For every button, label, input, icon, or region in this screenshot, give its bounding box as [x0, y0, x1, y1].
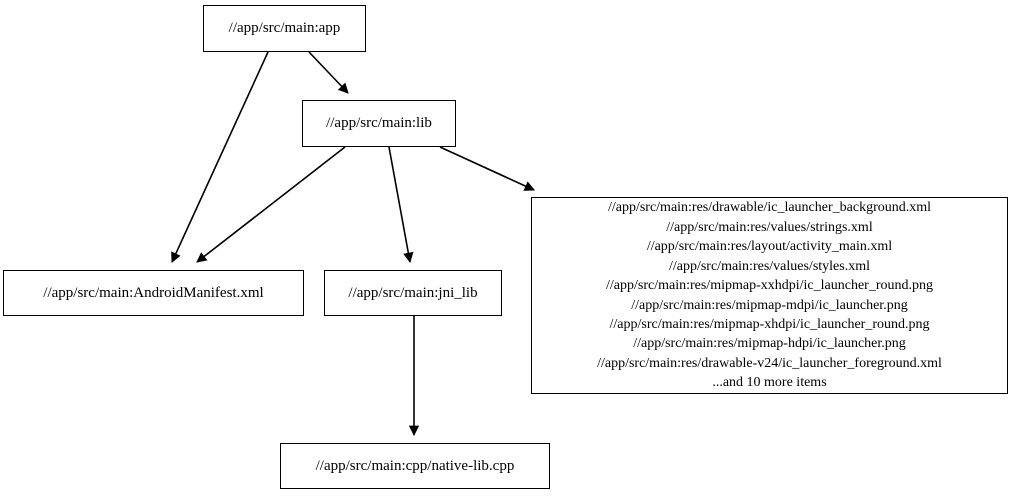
graph-node-jni-lib-label: //app/src/main:jni_lib [348, 284, 478, 301]
edge-app-to-manifest [171, 51, 269, 263]
graph-node-jni-lib[interactable]: //app/src/main:jni_lib [324, 270, 502, 316]
graph-node-res-bundle[interactable]: //app/src/main:res/drawable/ic_launcher_… [531, 197, 1008, 394]
graph-node-native-lib-cpp[interactable]: //app/src/main:cpp/native-lib.cpp [280, 443, 550, 489]
graph-node-native-lib-cpp-label: //app/src/main:cpp/native-lib.cpp [315, 457, 515, 474]
edge-app-to-lib [308, 51, 349, 94]
edge-lib-to-manifest [196, 146, 346, 263]
graph-node-app[interactable]: //app/src/main:app [203, 5, 366, 52]
graph-node-lib[interactable]: //app/src/main:lib [302, 100, 456, 147]
graph-node-app-label: //app/src/main:app [228, 20, 341, 36]
edge-lib-to-jnilib [388, 146, 414, 264]
graph-node-android-manifest[interactable]: //app/src/main:AndroidManifest.xml [3, 270, 304, 316]
graph-node-res-bundle-label: //app/src/main:res/drawable/ic_launcher_… [597, 200, 942, 391]
edge-lib-to-res [439, 146, 535, 191]
graph-node-android-manifest-label: //app/src/main:AndroidManifest.xml [43, 284, 264, 301]
graph-node-lib-label: //app/src/main:lib [326, 115, 432, 131]
